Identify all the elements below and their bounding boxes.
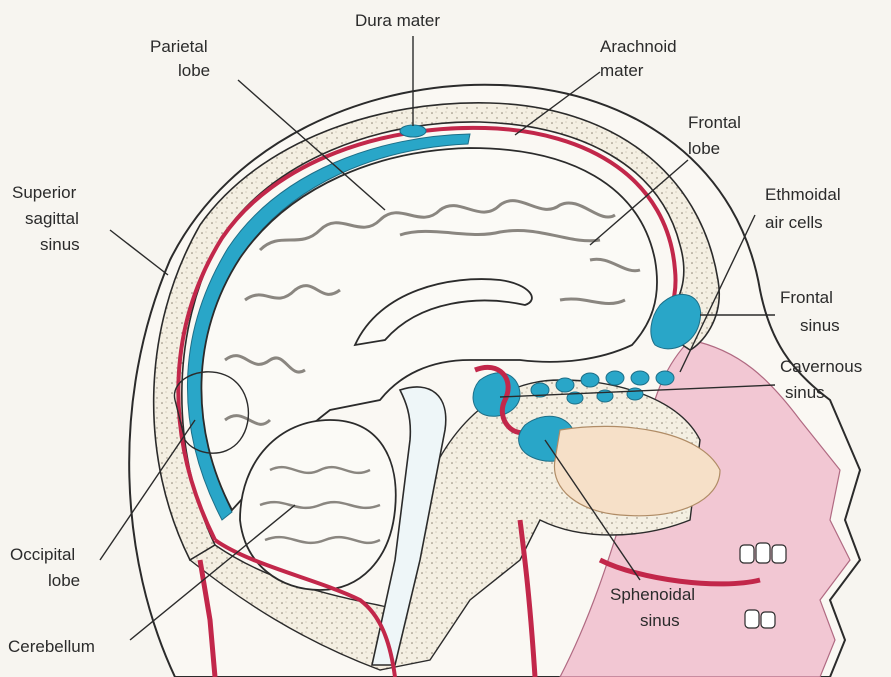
label-superior-sagittal-sinus: Superior sagittal sinus [12, 183, 84, 254]
label-cerebellum: Cerebellum [8, 637, 95, 656]
label-occipital-lobe: Occipital lobe [10, 545, 80, 590]
label-parietal-lobe: Parietal lobe [150, 37, 212, 80]
label-frontal-lobe: Frontal lobe [688, 113, 746, 158]
label-ethmoidal-air-cells: Ethmoidal air cells [765, 185, 845, 232]
label-dura-mater: Dura mater [355, 11, 440, 30]
leader-superior-sagittal-sinus [110, 230, 168, 275]
dura-sinus-top [400, 125, 426, 137]
label-arachnoid-mater: Arachnoid mater [600, 37, 681, 80]
label-frontal-sinus: Frontal sinus [780, 288, 840, 335]
